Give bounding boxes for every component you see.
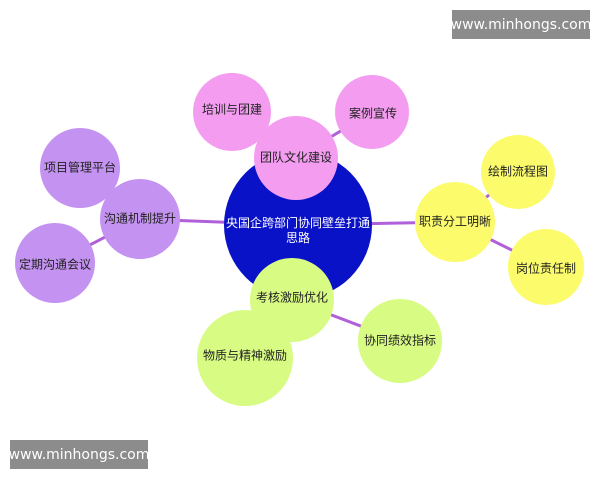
node-post-duty <box>508 229 584 305</box>
node-kpi <box>358 299 442 383</box>
reward-label: 物质与精神激励 <box>202 348 288 363</box>
node-duty <box>415 182 495 262</box>
training-label: 培训与团建 <box>201 102 263 117</box>
node-center <box>224 151 372 299</box>
flowchart-label: 绘制流程图 <box>487 164 549 179</box>
node-training <box>193 73 271 151</box>
node-meeting <box>15 223 95 303</box>
platform-label: 项目管理平台 <box>43 160 117 175</box>
node-team-culture <box>254 116 338 200</box>
meeting-label: 定期沟通会议 <box>18 257 92 272</box>
watermark-top: www.minhongs.com <box>451 10 591 39</box>
team-culture-label: 团队文化建设 <box>259 150 333 165</box>
watermark-bottom: www.minhongs.com <box>9 440 149 469</box>
center-label: 央国企跨部门协同壁垒打通思路 <box>225 216 370 245</box>
node-platform <box>40 128 120 208</box>
node-communication <box>100 179 180 259</box>
kpi-label: 协同绩效指标 <box>363 333 437 348</box>
duty-label: 职责分工明晰 <box>418 214 492 229</box>
node-assessment <box>250 258 334 342</box>
post-duty-label: 岗位责任制 <box>515 261 577 276</box>
assessment-label: 考核激励优化 <box>255 290 329 305</box>
communication-label: 沟通机制提升 <box>103 211 177 226</box>
node-flowchart <box>481 135 555 209</box>
node-cases <box>335 75 409 149</box>
cases-label: 案例宣传 <box>348 106 398 121</box>
